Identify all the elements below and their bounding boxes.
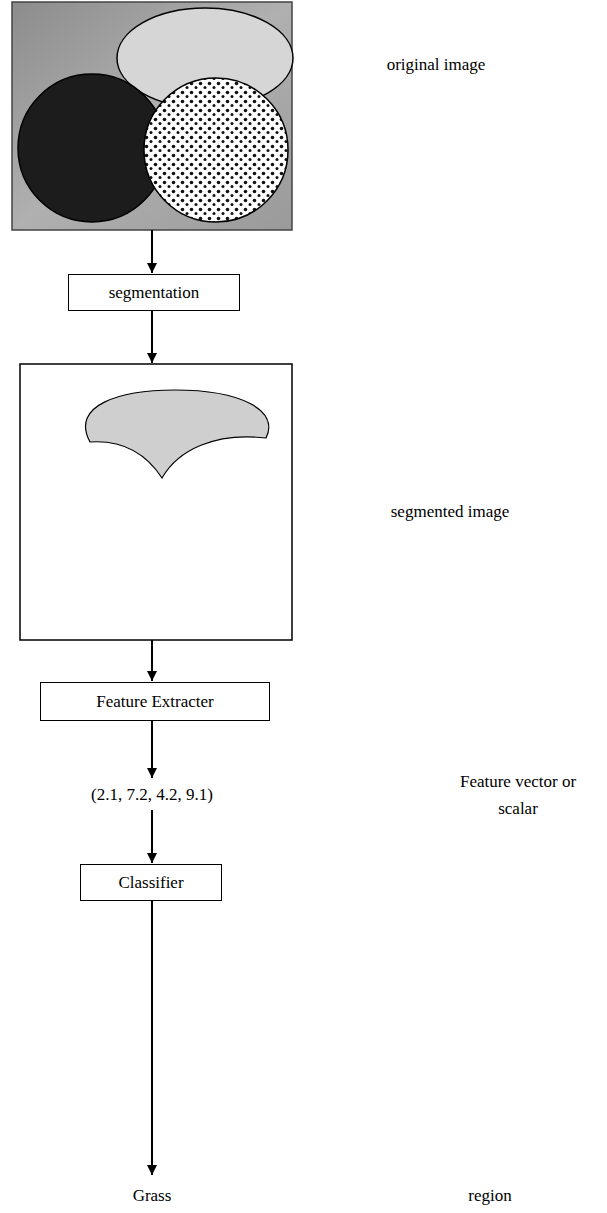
feature-values: (2.1, 7.2, 4.2, 9.1): [32, 781, 272, 808]
box-label: Classifier: [118, 873, 183, 893]
class-result: Grass: [92, 1182, 212, 1209]
stage-caption: original image: [336, 51, 536, 78]
stage-caption: Feature vector or scalar: [443, 768, 593, 822]
process-box: segmentation: [68, 274, 240, 311]
box-label: Feature Extracter: [96, 692, 214, 712]
process-box: Classifier: [80, 864, 222, 901]
original-image: [12, 2, 293, 230]
stage-caption: segmented image: [350, 498, 550, 525]
segmented-image: [20, 364, 292, 640]
process-box: Feature Extracter: [40, 682, 270, 721]
box-label: segmentation: [109, 283, 200, 303]
stage-caption: region: [430, 1182, 550, 1209]
